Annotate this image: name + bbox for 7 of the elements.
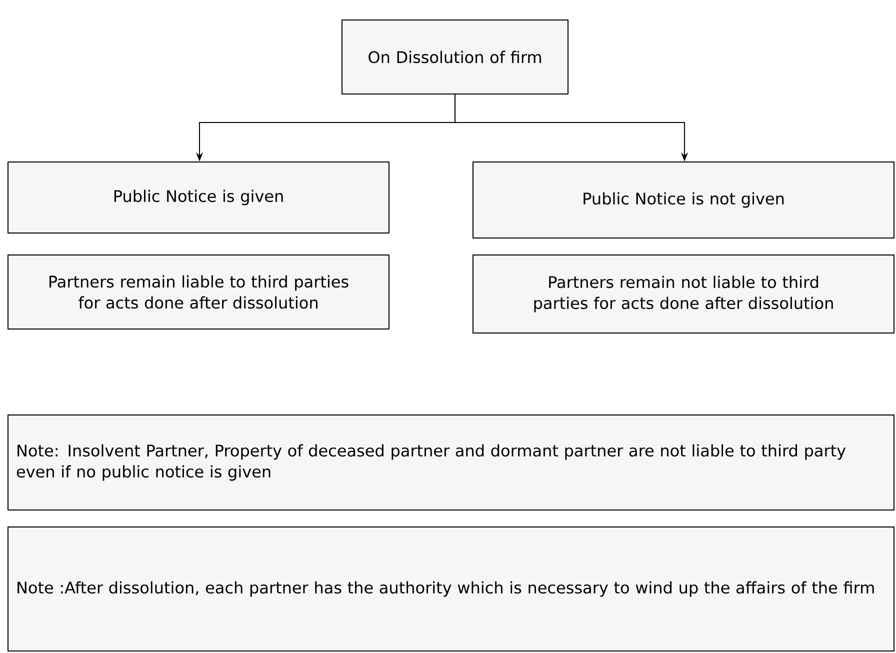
process-box: Partners remain liable to third parties for acts done after dissolution — [8, 254, 390, 330]
process-box: On Dissolution of firm — [342, 20, 568, 94]
process-box: Public Notice is not given — [472, 162, 895, 238]
process-box: Partners remain not liable to third parties for acts done after dissolution — [472, 254, 895, 334]
note-box: Note :After dissolution, each partner has the authority which is necessary to wind up the affairs of the firm — [8, 526, 895, 652]
process-box: Public Notice is given — [8, 162, 390, 234]
note-box: Note: Insolvent Partner, Property of deceased partner and dormant partner are not liable to third party even if no public notice is given — [8, 414, 895, 510]
